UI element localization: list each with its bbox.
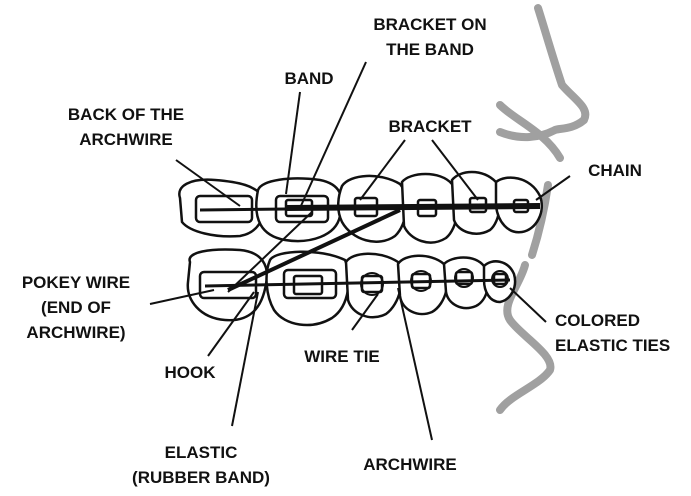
label-bracket: BRACKET (388, 117, 472, 136)
label-pokey-wire-line-2: (END OF (41, 298, 111, 317)
label-bracket-on-the-band-line-2: THE BAND (386, 40, 474, 59)
label-elastic: ELASTIC (RUBBER BAND) (116, 440, 286, 490)
label-bracket-on-the-band-line-1: BRACKET ON (373, 15, 487, 34)
label-archwire: ARCHWIRE (363, 455, 457, 474)
label-hook: HOOK (164, 363, 216, 382)
elastic-ties (360, 268, 509, 296)
label-band: BAND (284, 69, 334, 88)
label-back-of-the-archwire-line-1: BACK OF THE (67, 105, 185, 124)
leader-lines (149, 61, 571, 441)
label-elastic-line-1: ELASTIC (164, 443, 238, 462)
label-pokey-wire: POKEY WIRE (END OF ARCHWIRE) (6, 270, 146, 345)
label-pokey-wire-line-3: ARCHWIRE) (26, 323, 126, 342)
label-pokey-wire-line-1: POKEY WIRE (21, 273, 131, 292)
archwires (199, 203, 541, 293)
label-elastic-line-2: (RUBBER BAND) (132, 468, 270, 487)
label-colored-elastic-ties: COLORED ELASTIC TIES (555, 308, 687, 358)
label-back-of-the-archwire-line-2: ARCHWIRE (79, 130, 173, 149)
label-bracket-on-the-band: BRACKET ON THE BAND (360, 12, 500, 62)
label-chain: CHAIN (588, 161, 642, 180)
label-colored-elastic-ties-line-1: COLORED (555, 311, 640, 330)
label-wire-tie: WIRE TIE (304, 347, 380, 366)
label-colored-elastic-ties-line-2: ELASTIC TIES (555, 336, 671, 355)
label-back-of-the-archwire: BACK OF THE ARCHWIRE (56, 102, 196, 152)
